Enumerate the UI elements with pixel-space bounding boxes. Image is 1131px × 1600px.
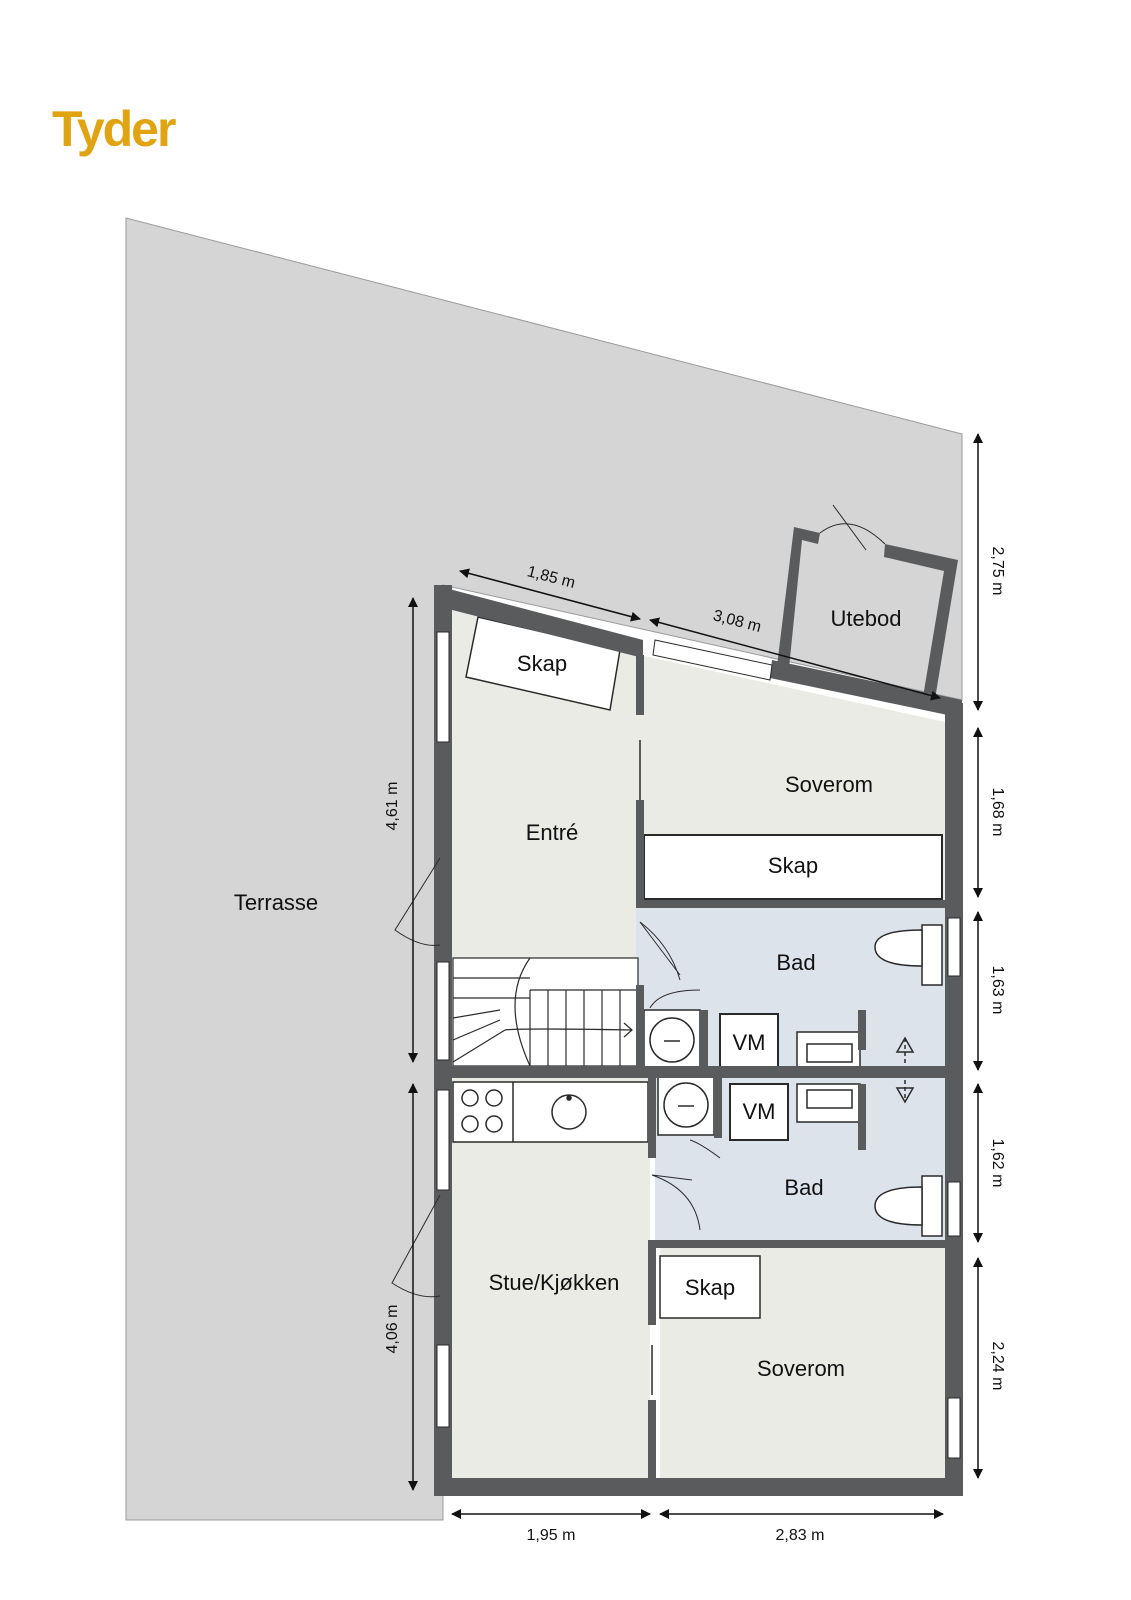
label-utebod: Utebod (831, 606, 902, 631)
dim-right-4: 1,62 m (989, 1139, 1006, 1188)
dim-bottom-right: 2,83 m (776, 1527, 825, 1544)
label-entre: Entré (526, 820, 579, 845)
dim-right-5: 2,24 m (989, 1342, 1006, 1391)
label-skap-soverom-bottom: Skap (685, 1275, 735, 1300)
dim-right-3: 1,63 m (989, 966, 1006, 1015)
label-vm-bottom: VM (743, 1099, 776, 1124)
label-vm-top: VM (733, 1030, 766, 1055)
entre-floor (450, 610, 640, 1068)
label-terrasse: Terrasse (234, 890, 318, 915)
windows (436, 631, 961, 1459)
dim-right-2: 1,68 m (989, 788, 1006, 837)
stue-kjokken-floor (450, 1078, 650, 1480)
brand-logo: Tyder (52, 101, 176, 157)
dim-left-upper: 4,61 m (384, 782, 401, 831)
dim-left-lower: 4,06 m (384, 1305, 401, 1354)
label-bad-top: Bad (776, 950, 815, 975)
skap-soverom-top (643, 834, 943, 900)
dim-bottom-left: 1,95 m (527, 1527, 576, 1544)
kitchen-counter (452, 1081, 649, 1143)
dim-right-1: 2,75 m (989, 547, 1006, 596)
dimension-lines (408, 433, 983, 1519)
label-soverom-bottom: Soverom (757, 1356, 845, 1381)
label-skap-soverom-top: Skap (768, 853, 818, 878)
staircase (452, 957, 639, 1067)
label-skap-entre: Skap (517, 651, 567, 676)
label-stue-kjokken: Stue/Kjøkken (489, 1270, 620, 1295)
label-bad-bottom: Bad (784, 1175, 823, 1200)
skap-soverom-bottom (659, 1255, 761, 1319)
bathroom-fixtures (643, 924, 943, 1237)
label-soverom-top: Soverom (785, 772, 873, 797)
